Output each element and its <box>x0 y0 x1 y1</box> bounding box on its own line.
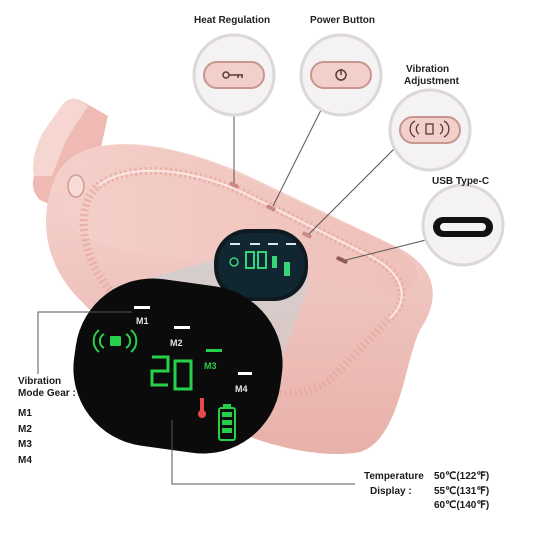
power-button-label: Power Button <box>310 15 375 26</box>
heat-regulation-label: Heat Regulation <box>194 15 271 26</box>
gear-item: M4 <box>18 454 32 466</box>
vibration-mode-title-1: Vibration <box>18 376 62 387</box>
usb-callout <box>421 183 505 267</box>
gear-item: M2 <box>18 423 32 435</box>
temperature-title-2: Display : <box>370 485 412 497</box>
display-mode-m2: M2 <box>170 338 183 348</box>
vibration-callout <box>388 88 472 172</box>
belt-strap <box>32 98 108 210</box>
temperature-level: 50℃(122℉) <box>434 471 490 482</box>
large-display <box>73 278 283 454</box>
display-mode-m3: M3 <box>204 361 217 371</box>
temperature-level: 60℃(140℉) <box>434 500 490 511</box>
temperature-display-title: Temperature Display : <box>364 470 424 499</box>
display-mode-m4: M4 <box>235 384 248 394</box>
display-mode-m1: M1 <box>136 316 149 326</box>
vibration-adjustment-line1: Vibration <box>406 64 450 75</box>
heat-callout <box>192 33 276 117</box>
vibration-mode-title-2: Mode Gear : <box>18 388 76 399</box>
small-display <box>214 229 308 301</box>
power-callout <box>299 33 383 117</box>
temperature-levels: 50℃(122℉) 55℃(131℉) 60℃(140℉) <box>434 470 489 514</box>
callout-lines <box>37 99 427 485</box>
temperature-title-1: Temperature <box>364 471 424 482</box>
gear-item: M3 <box>18 439 32 450</box>
gear-item: M1 <box>18 408 32 419</box>
temperature-level: 55℃(131℉) <box>434 485 490 497</box>
vibration-mode-gear-section: Vibration Mode Gear : M1 M2 M3 M4 <box>18 376 76 468</box>
usb-type-c-label: USB Type-C <box>432 176 490 187</box>
vibration-adjustment-label: Vibration Adjustment <box>404 64 459 88</box>
vibration-adjustment-line2: Adjustment <box>404 76 459 87</box>
